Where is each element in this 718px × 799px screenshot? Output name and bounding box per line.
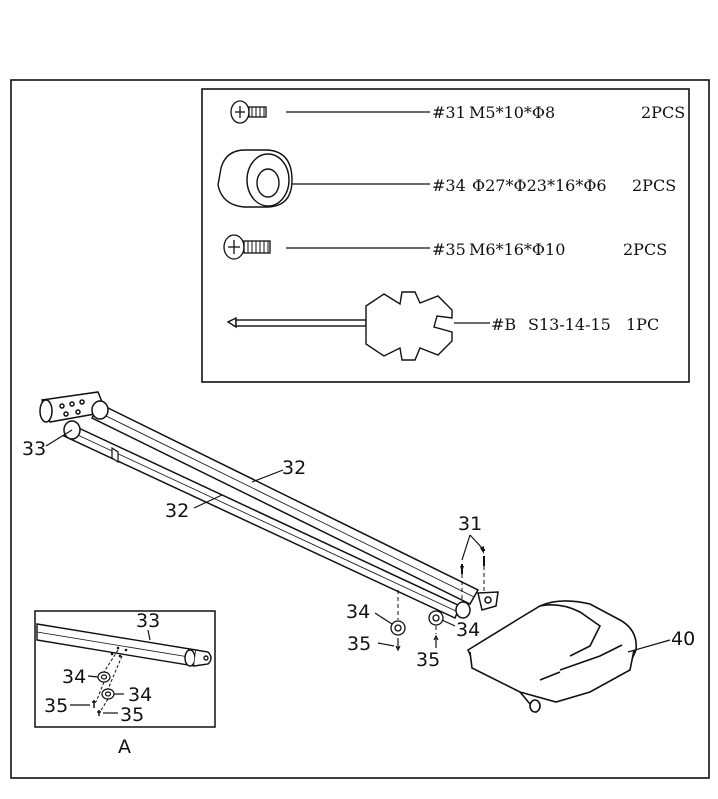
callout-34-right: 34 [456,619,480,641]
detail-callout-35-left: 35 [44,695,68,717]
item-34-spec: Φ27*Φ23*16*Φ6 [472,176,607,195]
callout-35-left: 35 [347,633,371,655]
callout-40: 40 [671,628,695,650]
item-35-spec: M6*16*Φ10 [469,240,565,259]
detail-callout-34-upper: 34 [62,666,86,688]
item-35-code: #35 [432,240,466,259]
callout-31: 31 [458,513,482,535]
callout-35-right: 35 [416,649,440,671]
item-B-spec: S13-14-15 [528,315,611,334]
detail-bolt-left-icon [92,700,96,708]
detail-holes [110,646,128,658]
detail-bushing-upper-icon [97,671,111,683]
bolt-35-right-icon [433,634,439,648]
rail-32-upper [90,403,480,605]
item-34-qty: 2PCS [632,176,676,195]
detail-callout-35-right: 35 [120,704,144,726]
item-34-code: #34 [432,176,466,195]
hardware-box [201,88,690,383]
item-31-spec: M5*10*Φ8 [469,103,555,122]
bushing-34-icon [217,149,293,208]
item-31-qty: 2PCS [641,103,685,122]
detail-view-box [34,610,216,728]
assembly-guides [397,566,485,634]
detail-rail [36,623,212,667]
callout-33: 33 [22,438,46,460]
rear-stabilizer-40 [466,600,637,714]
detail-view-label: A [118,736,131,758]
detail-leaders [70,629,151,714]
callout-32-lower: 32 [165,500,189,522]
front-tube [39,391,108,423]
detail-bolt-right-icon [97,710,101,716]
detail-callout-34-lower: 34 [128,684,152,706]
callout-leaders [45,429,671,653]
bolt-35-icon [223,234,271,260]
wrench-B-icon [226,291,453,361]
detail-callout-33: 33 [136,610,160,632]
bushing-34-right-icon [428,610,444,626]
end-cap-33-upper [91,400,109,420]
outer-frame [10,79,710,779]
item-35-qty: 2PCS [623,240,667,259]
rail-32-lower [62,423,461,620]
rear-bracket [455,591,499,619]
leg-stub [111,446,119,464]
callout-34-left: 34 [346,601,370,623]
item-B-qty: 1PC [626,315,659,334]
item-B-code: #B [491,315,516,334]
bolt-35-left-icon [395,638,401,652]
item-31-code: #31 [432,103,466,122]
screw-31-icon [230,100,267,124]
detail-guides [95,649,123,713]
bushing-34-left-icon [390,620,406,636]
callout-32-upper: 32 [282,457,306,479]
arrow-31-right-icon [480,546,484,554]
detail-bushing-lower-icon [101,688,115,700]
arrow-31-left-icon [460,566,464,572]
